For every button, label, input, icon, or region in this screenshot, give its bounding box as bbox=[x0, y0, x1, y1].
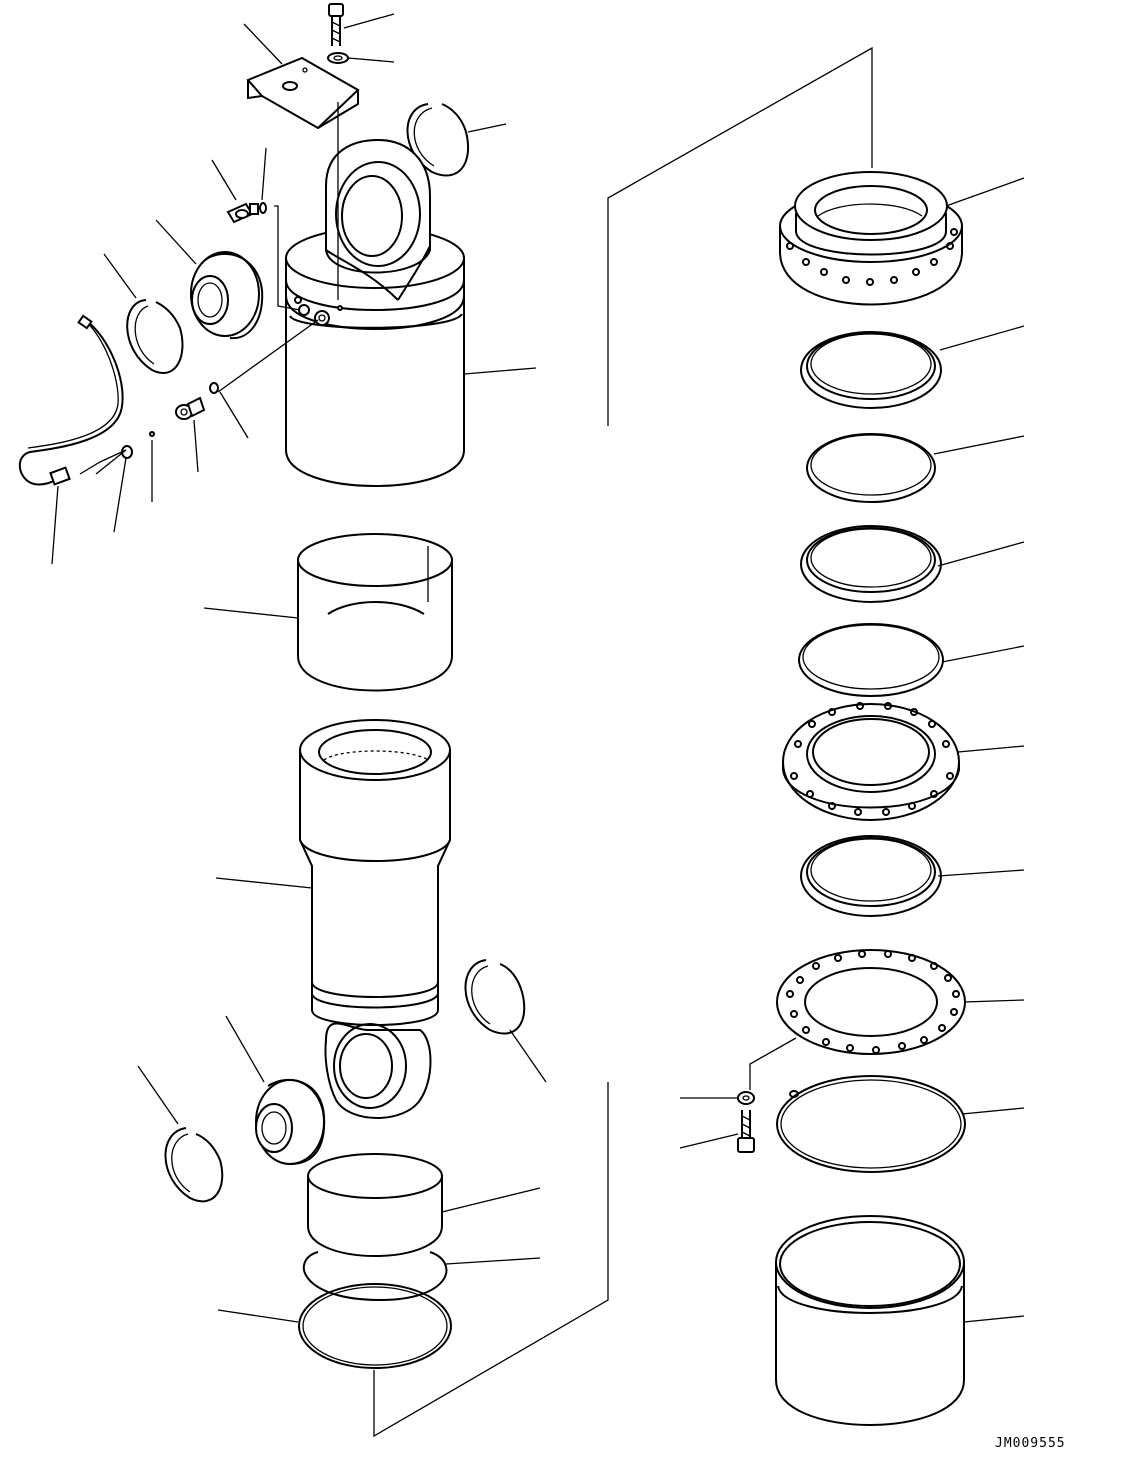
flanged-cylinder-cap[interactable] bbox=[779, 171, 963, 306]
plug-fitting-upper[interactable] bbox=[226, 202, 259, 224]
bolt-right[interactable] bbox=[737, 1110, 755, 1153]
sleeve-tube[interactable] bbox=[297, 533, 453, 692]
bushing-housing-lower[interactable] bbox=[255, 1078, 326, 1165]
snap-ring-lower-left[interactable] bbox=[164, 1127, 224, 1203]
flange-ring[interactable] bbox=[782, 702, 960, 821]
o-ring-large[interactable] bbox=[776, 1075, 966, 1173]
seal-ring-1[interactable] bbox=[800, 331, 942, 409]
bushing-housing-upper[interactable] bbox=[190, 251, 264, 340]
seal-ring-2[interactable] bbox=[800, 525, 942, 603]
o-ring-1[interactable] bbox=[806, 433, 936, 503]
piston-rod[interactable] bbox=[299, 719, 451, 1119]
plug-fitting-lower[interactable] bbox=[175, 396, 206, 420]
o-ring-tiny[interactable] bbox=[259, 202, 267, 214]
sensor-cable[interactable] bbox=[19, 314, 124, 486]
snap-ring-lower[interactable] bbox=[464, 959, 526, 1035]
snap-ring-left[interactable] bbox=[126, 299, 184, 374]
o-ring-small-2[interactable] bbox=[209, 382, 219, 394]
bracket-plate[interactable] bbox=[246, 56, 360, 130]
o-ring-2[interactable] bbox=[798, 623, 944, 697]
outer-tube[interactable] bbox=[775, 1215, 965, 1426]
seal-ring-3[interactable] bbox=[800, 835, 942, 917]
washer-top[interactable] bbox=[327, 52, 349, 64]
lower-sleeve[interactable] bbox=[307, 1153, 443, 1257]
washer-right[interactable] bbox=[737, 1091, 755, 1105]
leader-lines bbox=[51, 13, 1025, 1438]
snap-ring-upper[interactable] bbox=[406, 103, 470, 177]
bolt-top[interactable] bbox=[328, 3, 344, 46]
backup-ring[interactable] bbox=[302, 1251, 448, 1302]
cylinder-head[interactable] bbox=[285, 138, 465, 487]
flange-gasket[interactable] bbox=[776, 949, 966, 1055]
pin-small[interactable] bbox=[149, 431, 155, 437]
seal-ring-bottom[interactable] bbox=[298, 1283, 452, 1369]
drawing-id: JM009555 bbox=[995, 1436, 1066, 1451]
